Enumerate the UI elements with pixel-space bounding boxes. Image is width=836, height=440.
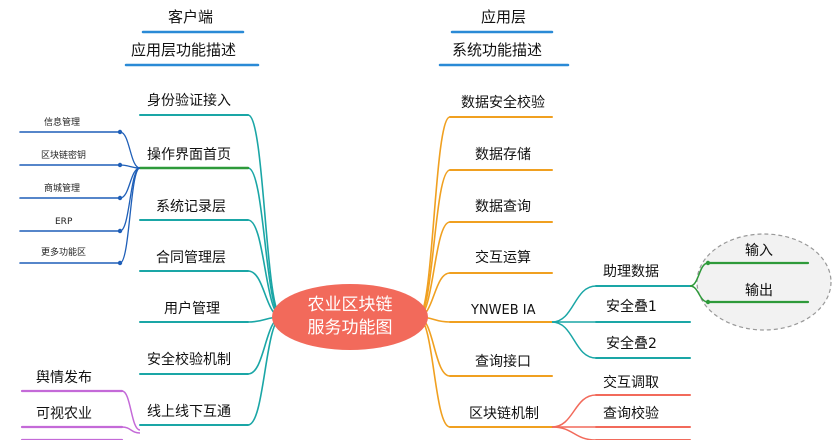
left-sub-blockchain-key: 区块链密钥	[41, 151, 87, 161]
blockchain-sub-interactive-fetch: 交互调取	[603, 375, 659, 391]
left-sub-erp: ERP	[55, 217, 73, 227]
header-left-bottom: 应用层功能描述	[131, 41, 237, 59]
left-bottom-sentiment: 舆情发布	[36, 370, 92, 386]
header-right-bottom: 系统功能描述	[452, 41, 543, 59]
left-branch-online-offline: 线上线下互通	[147, 404, 231, 420]
header-left-top: 客户端	[168, 8, 214, 26]
left-bottom-connector-1	[121, 426, 141, 434]
left-branch-system-log: 系统记录层	[156, 199, 226, 215]
center-line-1: 农业区块链	[307, 295, 393, 315]
left-sub-arrow-1	[117, 162, 123, 168]
left-sub-arrow-0	[117, 129, 123, 135]
center-line-2: 服务功能图	[307, 318, 393, 338]
ynweb-sub-connector-2	[551, 321, 597, 359]
left-branch-contract-mgmt: 合同管理层	[156, 250, 226, 266]
right-branch-query-interface: 查询接口	[475, 354, 531, 370]
ynweb-sub-assistant-data: 助理数据	[603, 264, 659, 280]
left-bottom-connector-0	[121, 390, 141, 431]
left-branch-security-check: 安全校验机制	[147, 352, 231, 368]
left-sub-connector-0	[119, 131, 141, 169]
left-sub-arrow-2	[117, 195, 123, 201]
assistant-output-output: 输出	[745, 283, 773, 299]
center-node	[272, 284, 428, 350]
left-bottom-visual-agri: 可视农业	[36, 406, 92, 422]
left-sub-arrow-3	[117, 228, 123, 234]
right-branch-data-security: 数据安全校验	[461, 95, 545, 111]
left-branch-user-mgmt: 用户管理	[164, 301, 220, 317]
right-branch-ynweb-ia: YNWEB IA	[471, 303, 536, 318]
left-sub-mall-mgmt: 商城管理	[44, 184, 81, 194]
blockchain-sub-connector-0	[551, 394, 597, 428]
center-node-label: 农业区块链 服务功能图	[272, 286, 428, 348]
header-right-top: 应用层	[481, 8, 527, 26]
left-sub-arrow-4	[117, 260, 123, 266]
left-sub-more: 更多功能区	[41, 248, 87, 258]
assistant-output-group	[696, 233, 832, 331]
left-sub-connector-4	[119, 167, 141, 264]
left-branch-ui-home: 操作界面首页	[147, 147, 231, 163]
right-branch-data-storage: 数据存储	[475, 147, 531, 163]
right-branch-data-query: 数据查询	[475, 199, 531, 215]
blockchain-sub-connector-2	[551, 426, 597, 440]
ynweb-sub-connector-0	[551, 285, 597, 323]
assistant-output-input: 输入	[745, 243, 773, 259]
ynweb-sub-security-stack-2: 安全叠2	[606, 336, 657, 352]
ynweb-sub-security-stack-1: 安全叠1	[606, 299, 657, 315]
assistant-output-arrow-1	[705, 299, 711, 305]
left-branch-identity-auth: 身份验证接入	[147, 93, 231, 109]
right-branch-blockchain-mechanism: 区块链机制	[469, 406, 539, 422]
assistant-output-arrow-0	[705, 260, 711, 266]
left-sub-info-mgmt: 信息管理	[44, 118, 81, 128]
right-branch-interactive-compute: 交互运算	[475, 250, 531, 266]
blockchain-sub-query-verify: 查询校验	[603, 406, 659, 422]
